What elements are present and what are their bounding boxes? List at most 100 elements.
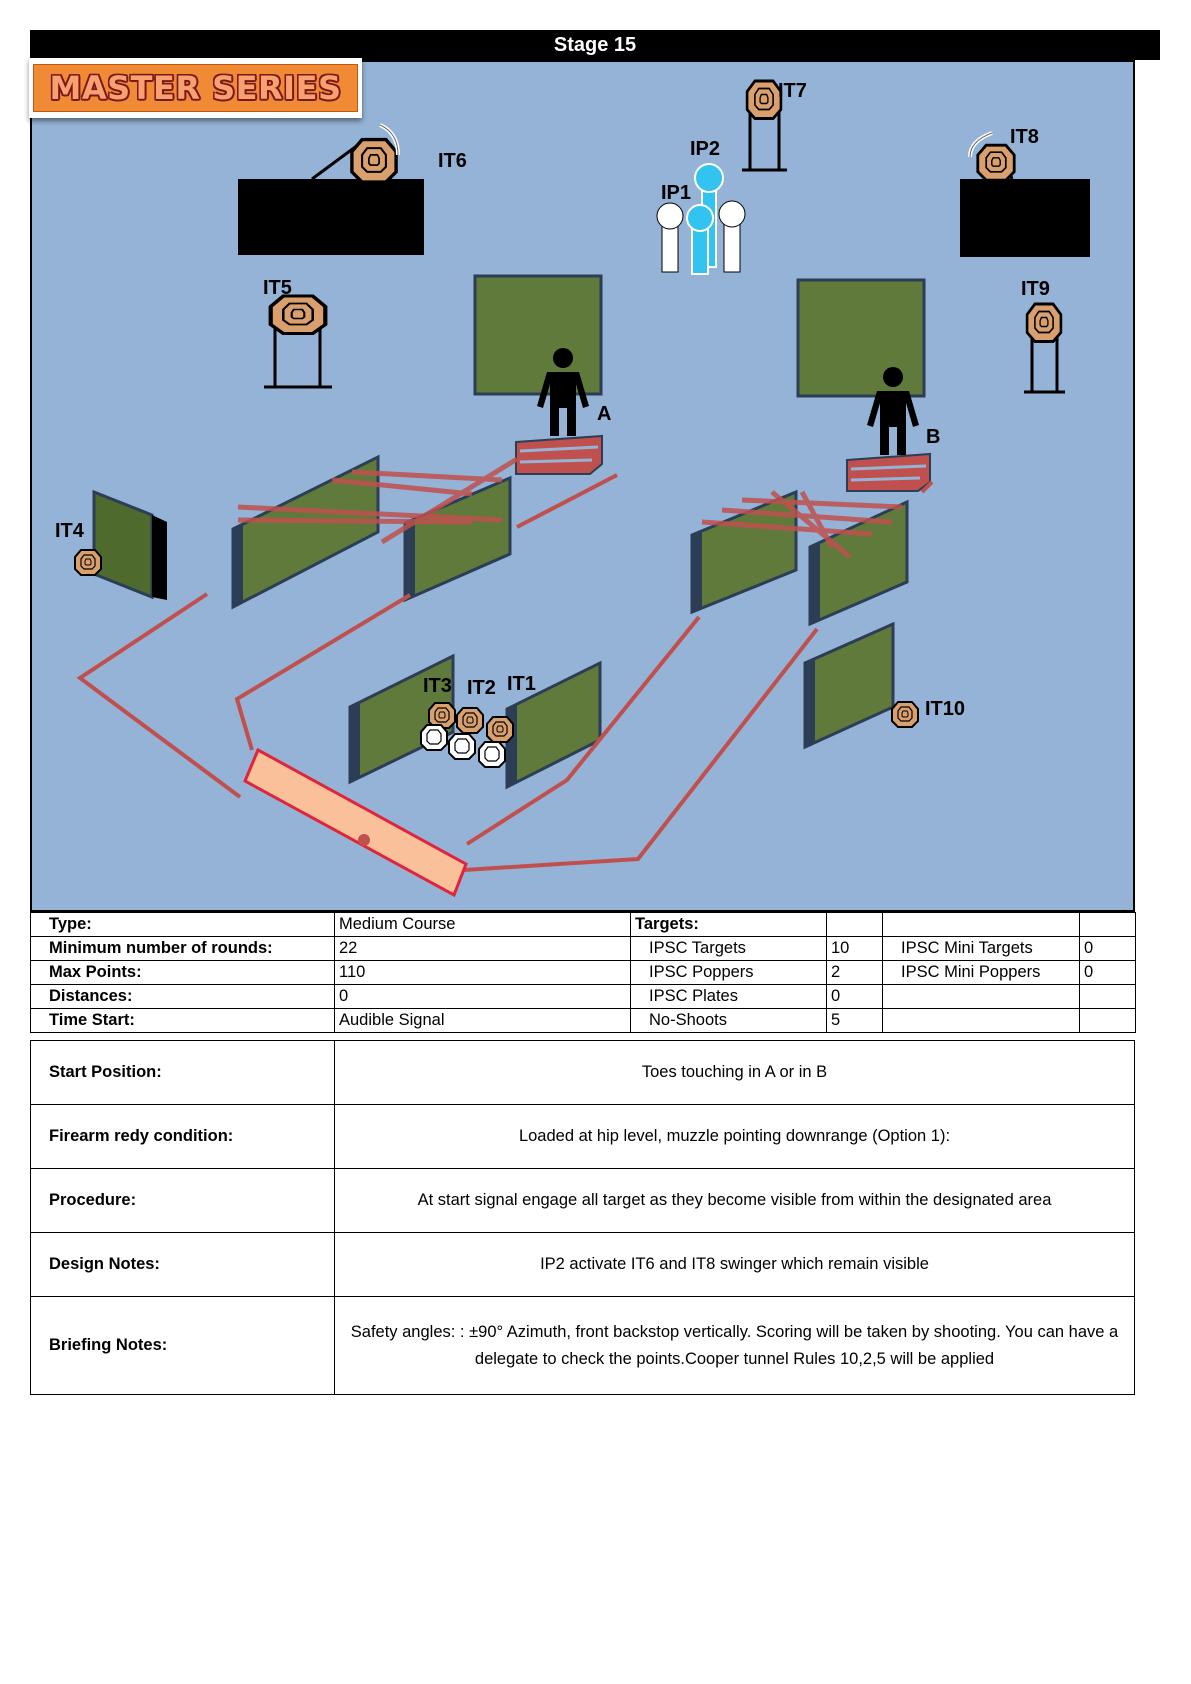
mini-poppers-value: 0 [1079,960,1136,985]
label-it9: IT9 [1021,278,1050,300]
procedure-label: Procedure: [30,1168,335,1233]
row-type: Type: Medium Course Targets: [30,912,1136,937]
type-value: Medium Course [334,912,631,937]
row-firearm-condition: Firearm redy condition: Loaded at hip le… [30,1104,1135,1169]
black-wall-left [238,179,424,255]
design-notes-label: Design Notes: [30,1232,335,1297]
no-shoots-label: No-Shoots [630,1008,827,1033]
target-it2-icon [456,707,484,734]
ipsc-targets-label: IPSC Targets [630,936,827,961]
type-label: Type: [30,912,335,937]
start-position-value: Toes touching in A or in B [334,1040,1135,1105]
label-it8: IT8 [1010,126,1039,148]
fault-lines [76,473,934,872]
targets-label: Targets: [630,912,827,937]
empty-cell [882,912,1080,937]
label-ip2: IP2 [690,138,720,160]
green-wall-back-left [473,274,603,396]
start-box-b [846,452,931,492]
label-it3: IT3 [423,675,452,697]
stage-diagram: IT7 IT6 IT8 IP2 IP1 IT5 IT9 A B IT4 IT3 … [30,60,1135,912]
green-wall-it10 [803,621,895,750]
time-start-label: Time Start: [30,1008,335,1033]
mini-poppers-label: IPSC Mini Poppers [882,960,1080,985]
row-briefing-notes: Briefing Notes: Safety angles: : ±90° Az… [30,1296,1135,1395]
label-ip1: IP1 [661,182,691,204]
row-design-notes: Design Notes: IP2 activate IT6 and IT8 s… [30,1232,1135,1297]
stage-title-bar: Stage 15 [30,30,1160,60]
black-wall-right [960,179,1090,257]
no-shoot-3-icon [478,741,506,768]
stand-it7 [742,107,787,172]
stage-title: Stage 15 [553,34,637,56]
empty-cell [1079,912,1136,937]
time-start-value: Audible Signal [334,1008,631,1033]
ipsc-poppers-value: 2 [826,960,883,985]
stand-it5 [264,327,332,389]
target-it4-icon [74,549,102,576]
label-position-b: B [926,426,940,448]
empty-cell [1079,984,1136,1009]
stage-info-table: Type: Medium Course Targets: Minimum num… [30,912,1136,1033]
ipsc-targets-value: 10 [826,936,883,961]
firearm-condition-label: Firearm redy condition: [30,1104,335,1169]
badge-text: MASTER SERIES [49,69,342,107]
row-distances: Distances: 0 IPSC Plates 0 [30,984,1136,1009]
empty-cell [1079,1008,1136,1033]
popper-white-left [656,202,684,273]
target-it5-icon [271,296,326,334]
empty-cell [882,984,1080,1009]
points-label: Max Points: [30,960,335,985]
row-rounds: Minimum number of rounds: 22 IPSC Target… [30,936,1136,961]
stand-it9 [1024,337,1065,394]
target-it10-icon [891,701,919,728]
rounds-value: 22 [334,936,631,961]
distances-value: 0 [334,984,631,1009]
green-wall-back-right [796,278,926,398]
target-it8-icon [976,143,1016,182]
briefing-notes-label: Briefing Notes: [30,1296,335,1395]
row-procedure: Procedure: At start signal engage all ta… [30,1168,1135,1233]
start-position-label: Start Position: [30,1040,335,1105]
row-time-start: Time Start: Audible Signal No-Shoots 5 [30,1008,1136,1033]
label-it5: IT5 [263,277,292,299]
row-points: Max Points: 110 IPSC Poppers 2 IPSC Mini… [30,960,1136,985]
stage-notes-table: Start Position: Toes touching in A or in… [30,1040,1135,1395]
target-it1-icon [486,716,514,743]
empty-cell [882,1008,1080,1033]
procedure-value: At start signal engage all target as the… [334,1168,1135,1233]
distances-label: Distances: [30,984,335,1009]
target-it9-icon [1025,302,1063,343]
start-box-a [515,434,603,475]
rounds-label: Minimum number of rounds: [30,936,335,961]
popper-ip1 [686,204,714,275]
ipsc-plates-value: 0 [826,984,883,1009]
design-notes-value: IP2 activate IT6 and IT8 swinger which r… [334,1232,1135,1297]
label-it7: IT7 [778,80,807,102]
no-shoots-value: 5 [826,1008,883,1033]
briefing-notes-value: Safety angles: : ±90° Azimuth, front bac… [334,1296,1135,1395]
mini-targets-value: 0 [1079,936,1136,961]
green-wall-it4 [92,489,154,600]
label-it4: IT4 [55,520,85,542]
shooting-area-box [243,747,468,898]
target-it7-icon [745,79,783,120]
label-it2: IT2 [467,677,496,699]
master-series-badge: MASTER SERIES [29,58,362,118]
firearm-condition-value: Loaded at hip level, muzzle pointing dow… [334,1104,1135,1169]
cooper-tunnel-right [701,490,903,559]
label-it6: IT6 [438,150,467,172]
target-it6-icon [350,137,398,184]
label-position-a: A [597,403,611,425]
ipsc-plates-label: IPSC Plates [630,984,827,1009]
row-start-position: Start Position: Toes touching in A or in… [30,1040,1135,1105]
empty-cell [826,912,883,937]
label-it10: IT10 [925,698,965,720]
popper-white-right [718,200,746,273]
cooper-tunnel-left [237,456,519,545]
no-shoot-1-icon [420,724,448,751]
points-value: 110 [334,960,631,985]
no-shoot-2-icon [448,733,476,760]
label-it1: IT1 [507,673,536,695]
tunnel-wall-left-1 [231,454,380,610]
